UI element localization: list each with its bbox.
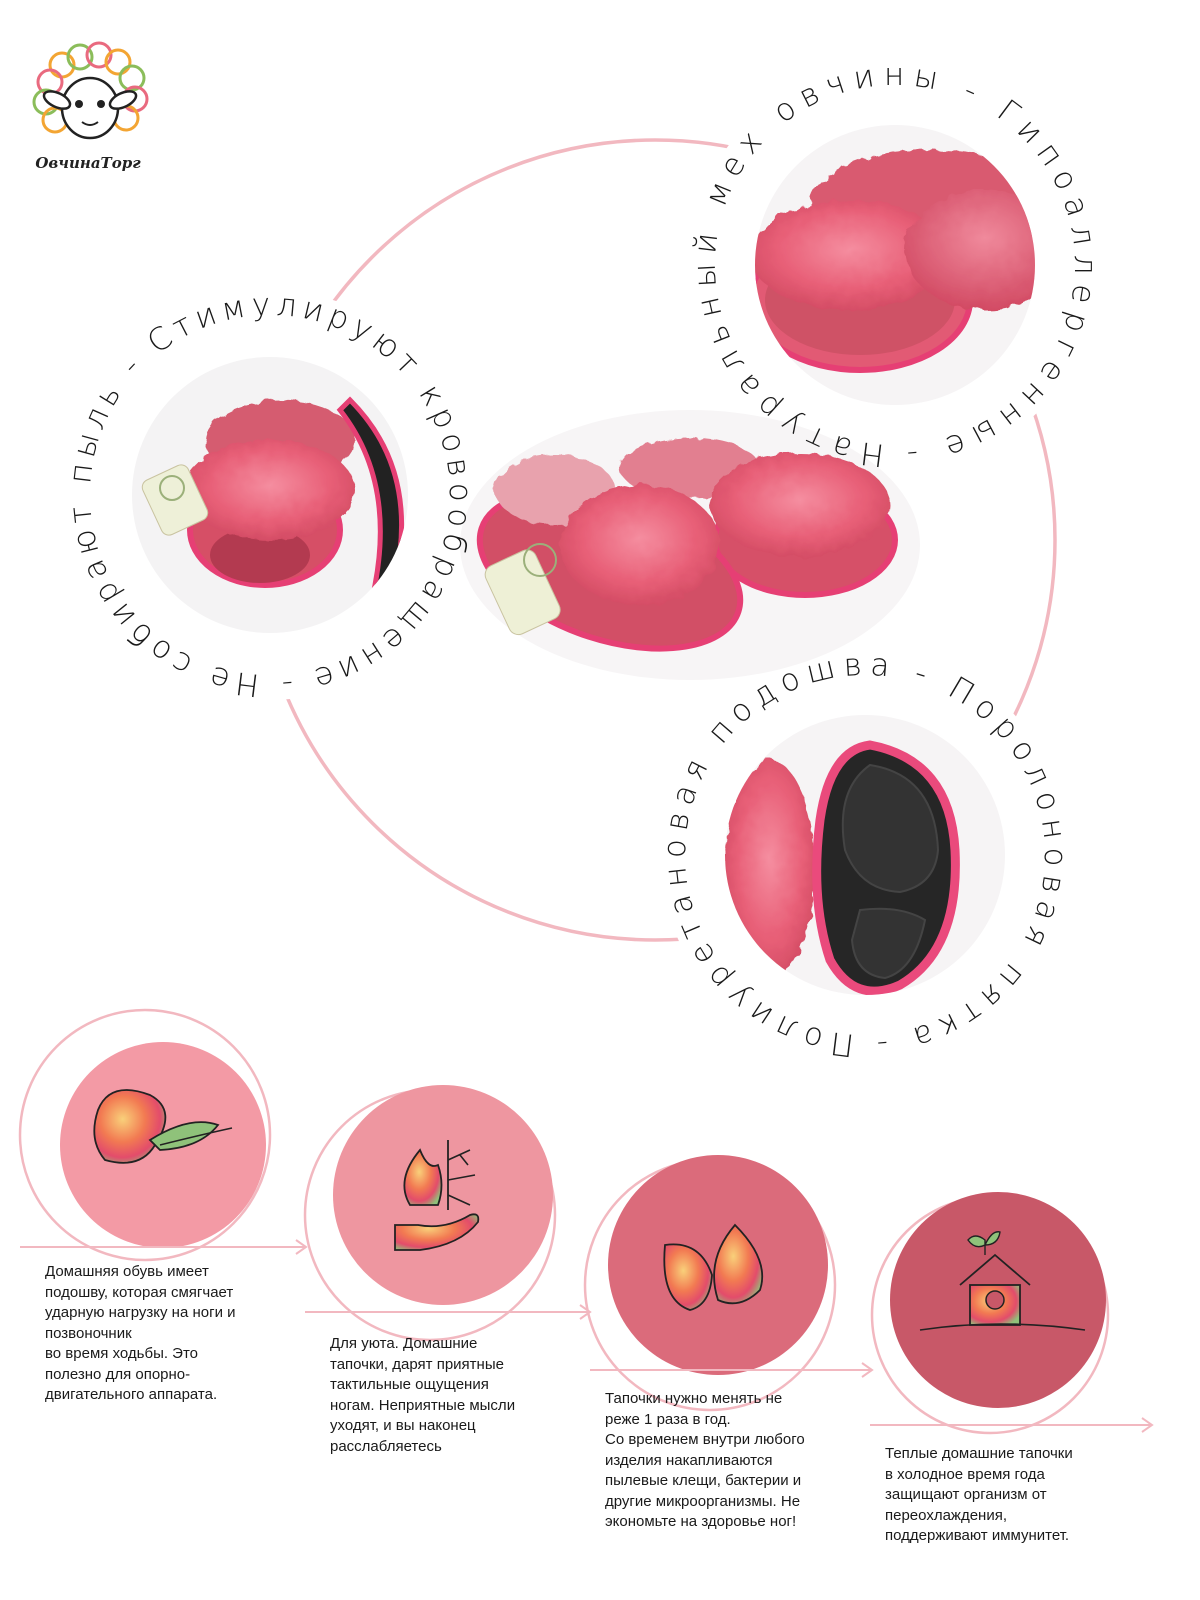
- sheep-icon: [32, 41, 149, 140]
- photo-slipper-with-tag: [132, 357, 408, 633]
- photo-sole: [725, 715, 1005, 995]
- benefit-2-text: Для уюта. Домашние тапочки, дарят приятн…: [330, 1335, 516, 1455]
- feather-icon: [93, 1089, 233, 1164]
- benefit-1-text: Домашняя обувь имеет подошву, которая см…: [45, 1263, 236, 1403]
- photo-slippers-pair: [460, 410, 920, 680]
- benefit-4-graphic: [870, 1192, 1154, 1435]
- leaves-icon: [663, 1223, 764, 1311]
- benefit-2-graphic: [303, 1085, 592, 1342]
- benefit-3-text: Тапочки нужно менять не реже 1 раза в го…: [605, 1390, 805, 1530]
- photo-fur-closeup: [755, 125, 1035, 405]
- benefit-4-text: Теплые домашние тапочки в холодное время…: [885, 1445, 1073, 1544]
- logo: ОвчинаТорг: [32, 41, 149, 172]
- brand-name: ОвчинаТорг: [35, 154, 141, 172]
- hand-fire-snowflake-icon: [394, 1140, 480, 1251]
- benefit-1-graphic: [18, 1008, 308, 1262]
- benefit-3-graphic: [583, 1155, 874, 1412]
- house-icon: [919, 1231, 1086, 1331]
